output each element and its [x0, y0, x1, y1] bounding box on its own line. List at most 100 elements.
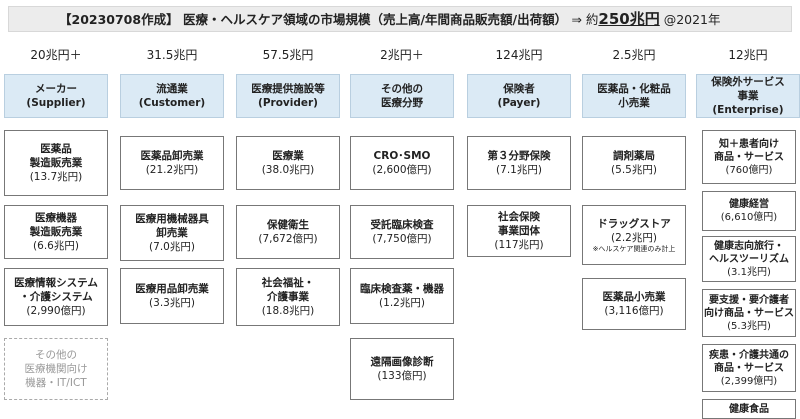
market-segment-box: 臨床検査薬・機器 (1.2兆円) [350, 268, 454, 324]
segment-value: (18.8兆円) [261, 305, 315, 317]
market-segment-box: 医療機器製造販売業(6.6兆円) [4, 205, 108, 259]
segment-name: 医療業 [272, 150, 304, 162]
segment-name: 調剤薬局 [613, 150, 655, 162]
segment-name: 機器・IT/ICT [25, 377, 87, 389]
market-segment-box: ドラッグストア(2.2兆円)※ヘルスケア関連のみ計上 [582, 205, 686, 265]
segment-value: (133億円) [377, 370, 427, 382]
segment-name: 医薬品小売業 [602, 291, 666, 303]
segment-name: その他の [35, 349, 77, 361]
title-year: @2021年 [659, 12, 721, 27]
column-header-line: (Payer) [497, 97, 541, 109]
column-amount: 12兆円 [728, 48, 768, 62]
column-amount: 20兆円＋ [30, 48, 82, 62]
market-segment-box: 社会福祉・介護事業(18.8兆円) [236, 268, 340, 326]
segment-name: 保健衛生 [267, 219, 309, 231]
column-header-line: その他の [381, 83, 423, 95]
title-arrow: ⇒ 約 [571, 12, 599, 27]
market-segment-box: 健康志向旅行・ヘルスツーリズム(3.1兆円) [702, 236, 796, 282]
column-amount: 57.5兆円 [262, 48, 314, 62]
column-header-line: (Enterprise) [712, 104, 784, 116]
column-header: 医薬品・化粧品小売業 [582, 74, 686, 118]
segment-name: 事業団体 [498, 225, 540, 237]
segment-name: 要支援・要介護者 [709, 294, 789, 306]
column-header: その他の医療分野 [350, 74, 454, 118]
segment-name: 受託臨床検査 [370, 219, 434, 231]
market-segment-box: 医薬品小売業 (3,116億円) [582, 278, 686, 330]
column-header-line: 保険外サービス [711, 76, 785, 88]
title-total: 250兆円 [598, 10, 660, 28]
market-segment-box: 疾患・介護共通の商品・サービス(2,399億円) [702, 344, 796, 392]
segment-value: (7,750億円) [372, 233, 432, 245]
market-segment-box: 社会保険事業団体 (117兆円) [467, 205, 571, 257]
column-header-line: (Provider) [258, 97, 318, 109]
segment-note: ※ヘルスケア関連のみ計上 [592, 244, 676, 253]
segment-name: 商品・サービス [714, 362, 784, 374]
market-segment-box: 健康経営 (6,610億円) [702, 191, 796, 231]
column-amount: 2.5兆円 [612, 48, 656, 62]
title-main: 医療・ヘルスケア領域の市場規模（売上高/年間商品販売額/出荷額） [182, 12, 568, 27]
market-segment-box: 遠隔画像診断 (133億円) [350, 338, 454, 400]
column-header-line: 流通業 [156, 83, 188, 95]
segment-name: 疾患・介護共通の [709, 349, 789, 361]
segment-name: 医療機関向け [24, 363, 88, 375]
market-segment-box: 健康食品 [702, 399, 796, 419]
segment-name: 商品・サービス [714, 151, 784, 163]
market-segment-box: その他の医療機関向け機器・IT/ICT [4, 338, 108, 400]
market-segment-box: 調剤薬局(5.5兆円) [582, 136, 686, 190]
segment-name: ・介護システム [19, 291, 93, 303]
segment-value: (760億円) [725, 164, 773, 176]
market-segment-box: CRO･SMO (2,600億円) [350, 136, 454, 190]
segment-name: 第３分野保険 [487, 150, 551, 162]
segment-value: (117兆円) [494, 239, 544, 251]
column-header-line: 医薬品・化粧品 [597, 83, 671, 95]
segment-value: (3,116億円) [604, 305, 664, 317]
segment-name: 医薬品 [40, 143, 72, 155]
column-header: メーカー(Supplier) [4, 74, 108, 118]
segment-name: 医療機器 [35, 212, 77, 224]
market-segment-box: 医薬品製造販売業 (13.7兆円) [4, 130, 108, 196]
column-amount: 2兆円＋ [380, 48, 424, 62]
market-segment-box: 医療用品卸売業(3.3兆円) [120, 268, 224, 324]
market-segment-box: 医薬品卸売業 (21.2兆円) [120, 136, 224, 190]
segment-value: (21.2兆円) [145, 164, 199, 176]
segment-name: 医療用品卸売業 [135, 283, 209, 295]
segment-value: (13.7兆円) [29, 171, 83, 183]
market-segment-box: 保健衛生 (7,672億円) [236, 205, 340, 259]
segment-value: (2.2兆円) [611, 231, 657, 244]
segment-name: 臨床検査薬・機器 [360, 283, 444, 295]
title-bar: 【20230708作成】 医療・ヘルスケア領域の市場規模（売上高/年間商品販売額… [8, 6, 792, 32]
column-header: 流通業 (Customer) [120, 74, 224, 118]
column-header-line: 保険者 [503, 83, 535, 95]
market-segment-box: 受託臨床検査 (7,750億円) [350, 205, 454, 259]
segment-name: 製造販売業 [29, 157, 83, 169]
column-header-line: (Supplier) [26, 97, 86, 109]
segment-value: (1.2兆円) [379, 297, 425, 309]
segment-value: (2,399億円) [720, 375, 778, 387]
column-header: 保険者 (Payer) [467, 74, 571, 118]
segment-value: (38.0兆円) [261, 164, 315, 176]
segment-name: 遠隔画像診断 [370, 356, 434, 368]
market-segment-box: 要支援・要介護者向け商品・サービス(5.3兆円) [702, 289, 796, 337]
segment-name: 医薬品卸売業 [140, 150, 204, 162]
segment-value: (2,600億円) [372, 164, 432, 176]
segment-name: CRO･SMO [373, 150, 431, 162]
column-header-line: 医療分野 [381, 97, 423, 109]
segment-value: (6,610億円) [720, 212, 778, 223]
segment-name: 健康経営 [729, 199, 769, 210]
segment-value: (7,672億円) [258, 233, 318, 245]
market-segment-box: 第３分野保険(7.1兆円) [467, 136, 571, 190]
segment-name: 社会保険 [498, 211, 540, 223]
segment-name: 介護事業 [267, 291, 309, 303]
market-segment-box: 医療用機械器具卸売業(7.0兆円) [120, 205, 224, 261]
column-header-line: (Customer) [138, 97, 206, 109]
segment-value: (7.0兆円) [149, 241, 195, 253]
segment-name: 健康志向旅行・ [714, 240, 784, 252]
column-header: 医療提供施設等(Provider) [236, 74, 340, 118]
market-segment-box: 医療情報システム・介護システム(2,990億円) [4, 268, 108, 326]
segment-name: 知＋患者向け [719, 138, 779, 150]
column-amount: 124兆円 [495, 48, 543, 62]
column-header: 保険外サービス事業(Enterprise) [696, 74, 800, 118]
market-segment-box: 医療業 (38.0兆円) [236, 136, 340, 190]
segment-name: ドラッグストア [597, 217, 671, 230]
segment-value: (6.6兆円) [33, 240, 79, 252]
